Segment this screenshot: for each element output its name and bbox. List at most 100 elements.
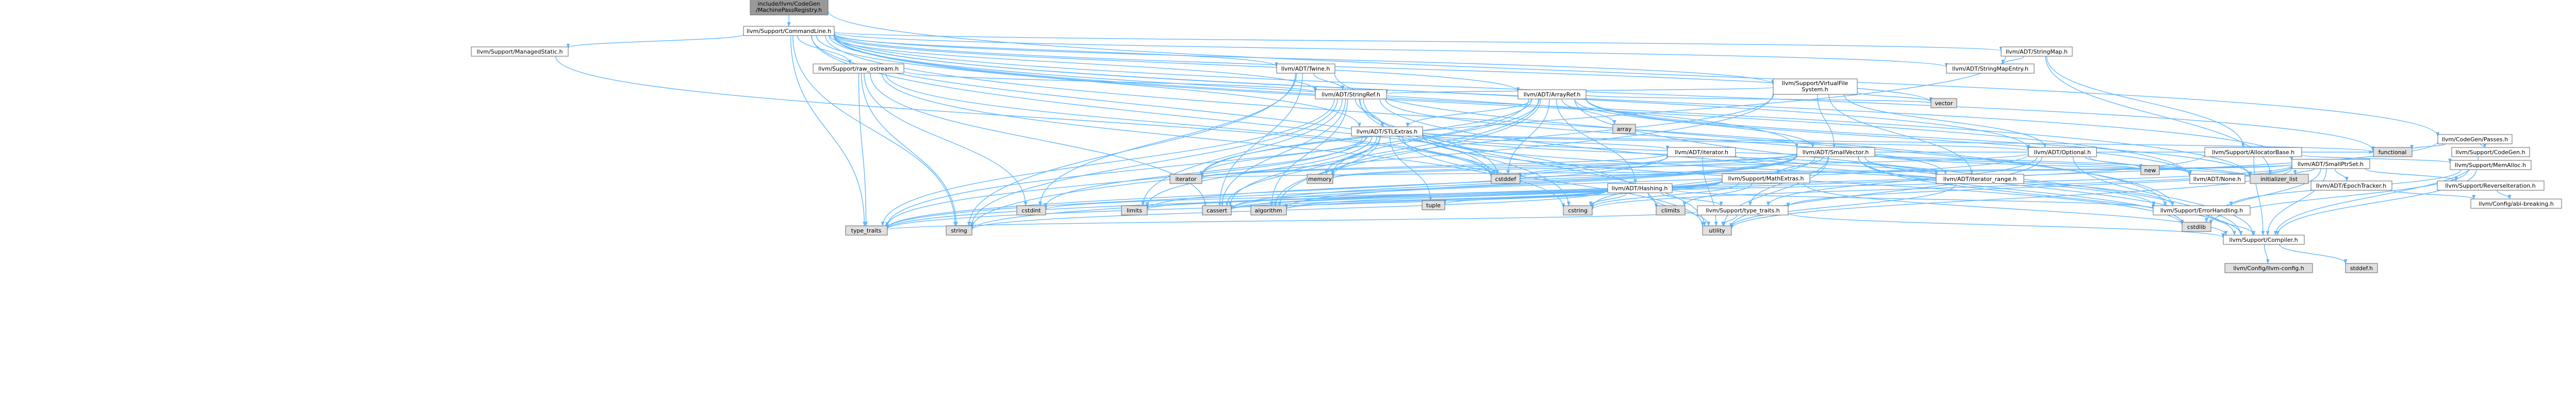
node-box: [1315, 89, 1387, 100]
edge-cmdline-to-cstddef: [811, 35, 1493, 177]
edge-arrayref-to-smallvector: [1574, 98, 1815, 148]
node-label: llvm/ADT/EpochTracker.h: [2316, 183, 2386, 189]
node-mathextras[interactable]: llvm/Support/MathExtras.h: [1722, 173, 1810, 184]
node-box: [2373, 147, 2413, 157]
node-label: cassert: [1207, 207, 1228, 214]
node-rawostream[interactable]: llvm/Support/raw_ostream.h: [813, 63, 904, 74]
node-hashing[interactable]: llvm/ADT/Hashing.h: [1607, 183, 1673, 193]
node-none[interactable]: llvm/ADT/None.h: [2189, 174, 2245, 184]
node-stddef: stddef.h: [2345, 263, 2378, 273]
edge-cmdline-to-managedstatic: [566, 34, 744, 48]
node-stringref[interactable]: llvm/ADT/StringRef.h: [1315, 89, 1387, 100]
node-label: llvm/ADT/iterator.h: [1675, 149, 1728, 156]
edge-arrayref-to-initlist: [1586, 98, 2252, 176]
edge-smallptrset-to-reverseiter: [2364, 168, 2458, 181]
node-codegenpasses[interactable]: llvm/CodeGen/Passes.h: [2437, 134, 2513, 144]
node-box: [2204, 147, 2302, 157]
edge-vfs-to-memory: [1331, 94, 1774, 177]
node-box: [1169, 174, 1202, 184]
node-label: functional: [2379, 149, 2407, 156]
node-box: [1667, 147, 1736, 157]
edge-hashing-to-errorhandling: [1671, 189, 2155, 209]
node-allocbase[interactable]: llvm/Support/AllocatorBase.h: [2204, 147, 2302, 157]
node-abibreaking[interactable]: llvm/Config/abi-breaking.h: [2470, 198, 2562, 209]
node-smallvector[interactable]: llvm/ADT/SmallVector.h: [1796, 147, 1875, 157]
node-label: llvm/Support/ReverseIteration.h: [2445, 183, 2536, 189]
edge-compiler-to-llvmconfig: [2264, 244, 2270, 264]
node-functional: functional: [2373, 147, 2413, 157]
edge-stringref-to-typetraitsstd: [881, 98, 1335, 226]
node-tuple: tuple: [1422, 200, 1445, 210]
node-box: [2224, 263, 2313, 273]
node-box: [2437, 180, 2545, 191]
node-box: [946, 225, 972, 236]
edge-stringref-to-limits: [1141, 98, 1343, 206]
node-label: limits: [1127, 207, 1142, 214]
node-box: [1702, 225, 1732, 236]
node-root[interactable]: include/llvm/CodeGen/MachinePassRegistry…: [750, 0, 829, 15]
node-label: new: [2144, 167, 2156, 174]
node-label: llvm/Support/Compiler.h: [2229, 237, 2298, 243]
edge-arrayref-to-stlextras: [1406, 98, 1532, 127]
node-label: utility: [1709, 227, 1725, 234]
node-cstdlib: cstdlib: [2182, 222, 2211, 232]
edge-stlextras-to-cstddef: [1398, 136, 1496, 175]
node-box: [2250, 174, 2309, 184]
node-supcodegen[interactable]: llvm/Support/CodeGen.h: [2451, 147, 2530, 157]
node-stringmap[interactable]: llvm/ADT/StringMap.h: [2001, 46, 2073, 57]
edge-iterator-to-iteratorh: [1200, 153, 1668, 179]
edge-stlextras-to-optional: [1422, 132, 2030, 152]
node-label: type_traits: [851, 227, 882, 234]
node-label: cstdint: [1021, 207, 1041, 214]
node-label: llvm/ADT/SmallPtrSet.h: [2298, 161, 2364, 168]
node-llvmconfig: llvm/Config/llvm-config.h: [2224, 263, 2313, 273]
edge-smallptrset-to-initlist: [2293, 168, 2315, 175]
node-label: algorithm: [1254, 207, 1282, 214]
node-iteratorh: iterator: [1169, 174, 1202, 184]
node-managedstatic[interactable]: llvm/Support/ManagedStatic.h: [471, 46, 569, 57]
node-vector: vector: [1930, 98, 1957, 108]
node-label: llvm/ADT/Optional.h: [2034, 149, 2091, 156]
edge-stlextras-to-iterator: [1422, 133, 1670, 151]
node-optional[interactable]: llvm/ADT/Optional.h: [2028, 147, 2097, 157]
edge-vfs-to-smallvector: [1817, 94, 1836, 148]
node-arrayref[interactable]: llvm/ADT/ArrayRef.h: [1517, 89, 1587, 100]
node-box: [813, 63, 904, 74]
node-iterrange[interactable]: llvm/ADT/iterator_range.h: [1936, 174, 2024, 184]
node-label: vector: [1935, 100, 1953, 107]
edge-vfs-to-string: [970, 93, 1774, 229]
edge-stringref-to-stlextras: [1355, 98, 1384, 127]
node-array: array: [1612, 124, 1636, 134]
node-box: [1946, 63, 2035, 74]
node-stringmapentry[interactable]: llvm/ADT/StringMapEntry.h: [1946, 63, 2035, 74]
edge-cmdline-to-rawostream: [797, 35, 852, 64]
node-errorhandling[interactable]: llvm/Support/ErrorHandling.h: [2153, 205, 2251, 216]
node-compiler[interactable]: llvm/Support/Compiler.h: [2223, 235, 2305, 245]
node-twine[interactable]: llvm/ADT/Twine.h: [1276, 63, 1335, 74]
edge-optional-to-typetraits: [1766, 156, 2038, 206]
node-iterator[interactable]: llvm/ADT/iterator.h: [1667, 147, 1736, 157]
node-box: [2153, 205, 2251, 216]
node-stlextras[interactable]: llvm/ADT/STLExtras.h: [1351, 126, 1423, 137]
node-reverseiter[interactable]: llvm/Support/ReverseIteration.h: [2437, 180, 2545, 191]
node-new: new: [2140, 165, 2160, 175]
edge-iterrange-to-utility: [1729, 183, 1957, 228]
node-epoch[interactable]: llvm/ADT/EpochTracker.h: [2310, 180, 2392, 191]
node-box: [1351, 126, 1423, 137]
edge-typetraits-to-utility: [1721, 214, 1738, 226]
node-cstring: cstring: [1563, 205, 1593, 216]
node-memalloc[interactable]: llvm/Support/MemAlloc.h: [2450, 160, 2532, 170]
node-smallptrset[interactable]: llvm/ADT/SmallPtrSet.h: [2291, 159, 2370, 169]
edge-optional-to-cassert: [1229, 154, 2029, 210]
edge-reverseiter-to-abibreaking: [2497, 190, 2512, 200]
node-label: llvm/Support/AllocatorBase.h: [2212, 149, 2294, 156]
node-typetraits[interactable]: llvm/Support/type_traits.h: [1697, 205, 1789, 216]
edge-cmdline-to-string: [792, 35, 957, 226]
node-label: llvm/Support/ManagedStatic.h: [477, 48, 563, 55]
edge-smallvector-to-memory: [1331, 154, 1797, 179]
header-nodes: include/llvm/CodeGen/MachinePassRegistry…: [471, 0, 2562, 273]
node-cmdline[interactable]: llvm/Support/CommandLine.h: [743, 26, 835, 36]
edge-stlextras-to-functional: [1422, 131, 2375, 153]
